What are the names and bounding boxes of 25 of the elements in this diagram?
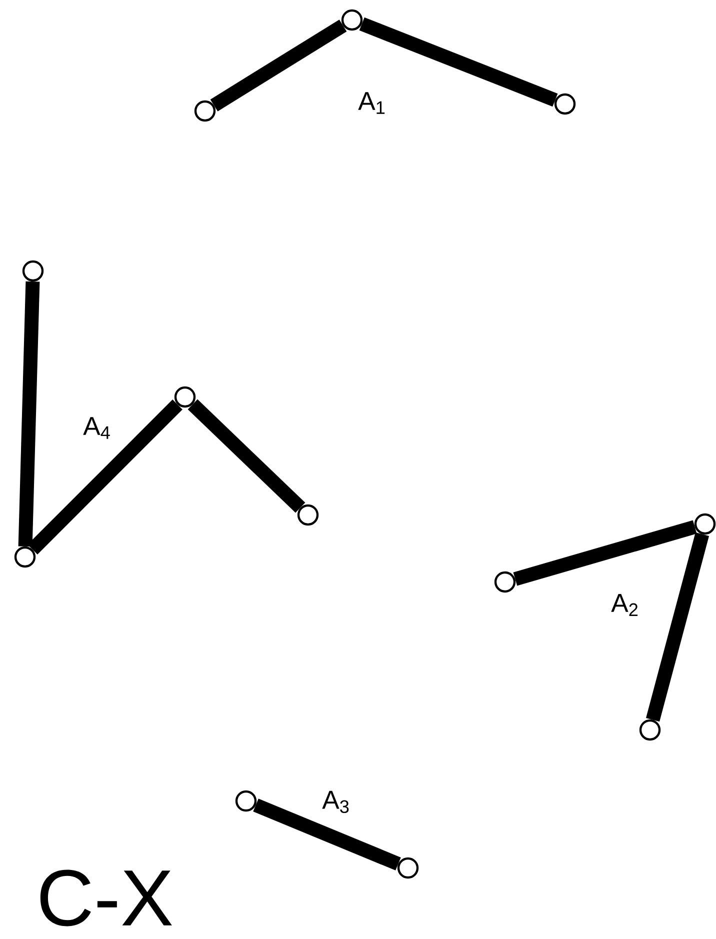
joint-circle — [14, 546, 36, 568]
link-bar — [646, 532, 710, 722]
joint-circle — [639, 719, 661, 741]
link-label: A$_{2}$ — [611, 594, 638, 616]
joint-circle — [174, 386, 196, 408]
joint-circle — [235, 790, 257, 812]
link-bar — [513, 520, 697, 586]
joint-circle — [694, 513, 716, 535]
link-label: C-X — [40, 870, 172, 926]
link-bar — [210, 20, 347, 112]
joint-circle — [397, 857, 419, 879]
link-bar — [18, 281, 40, 547]
link-label: A$_{4}$ — [83, 417, 110, 439]
link-bar — [28, 400, 182, 554]
link-label: A$_{3}$ — [322, 790, 349, 814]
link-bar — [253, 798, 401, 870]
link-bar — [359, 17, 558, 107]
joint-circle — [494, 571, 516, 593]
link-label: A$_{1}$ — [358, 92, 385, 114]
link-bar — [188, 399, 306, 513]
joint-circle — [194, 100, 216, 122]
joint-circle — [554, 93, 576, 115]
joint-circle — [341, 9, 363, 31]
joint-circle — [22, 260, 44, 282]
joint-circle — [297, 504, 319, 526]
